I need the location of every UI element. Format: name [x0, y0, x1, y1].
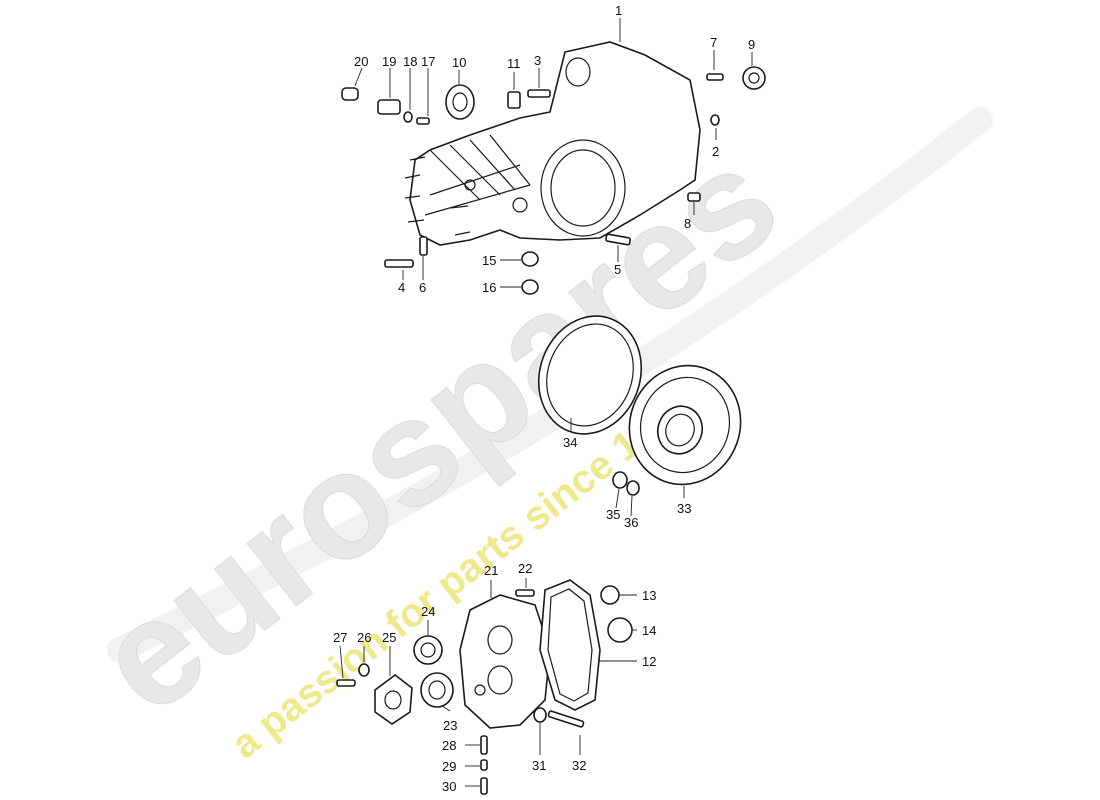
callout-11: 11	[507, 56, 521, 71]
ring-14	[607, 617, 633, 643]
ring-13	[600, 585, 620, 605]
callout-30: 30	[442, 779, 456, 794]
callout-20: 20	[354, 54, 368, 69]
bearing-24	[413, 635, 443, 665]
callout-32: 32	[572, 758, 586, 773]
callout-5: 5	[614, 262, 621, 277]
callout-31: 31	[532, 758, 546, 773]
callout-7: 7	[710, 35, 717, 50]
breather-11	[507, 91, 521, 109]
callout-14: 14	[642, 623, 656, 638]
plug-15	[521, 251, 539, 267]
stud-3	[527, 89, 551, 98]
callout-28: 28	[442, 738, 456, 753]
callout-9: 9	[748, 37, 755, 52]
callout-34: 34	[563, 435, 577, 450]
callout-12: 12	[642, 654, 656, 669]
callout-labels: 1 2 3 4 5 6 7 8 9 10 11 12 13 14 15 16 1…	[333, 3, 755, 794]
pin-28	[480, 735, 488, 755]
callout-6: 6	[419, 280, 426, 295]
callout-8: 8	[684, 216, 691, 231]
screw-8	[687, 192, 701, 202]
callout-35: 35	[606, 507, 620, 522]
callout-26: 26	[357, 630, 371, 645]
cover-33	[628, 364, 742, 486]
pin-22	[515, 589, 535, 597]
pin-29	[480, 759, 488, 771]
washer-2	[710, 114, 720, 126]
washer-35	[612, 471, 628, 489]
washer-18	[403, 111, 413, 123]
callout-3: 3	[534, 53, 541, 68]
callout-24: 24	[421, 604, 435, 619]
callout-25: 25	[382, 630, 396, 645]
callout-15: 15	[482, 253, 496, 268]
callout-22: 22	[518, 561, 532, 576]
stud-6	[419, 236, 428, 256]
callout-19: 19	[382, 54, 396, 69]
intermediate-plate-21	[459, 594, 551, 729]
callout-17: 17	[421, 54, 435, 69]
stud-4	[384, 259, 414, 268]
callout-13: 13	[642, 588, 656, 603]
pin-30	[480, 777, 488, 795]
callout-29: 29	[442, 759, 456, 774]
washer-31	[533, 707, 547, 723]
screw-17	[416, 117, 430, 125]
gasket-34	[537, 315, 643, 435]
callout-36: 36	[624, 515, 638, 530]
shaft-32	[547, 710, 585, 728]
callout-2: 2	[712, 144, 719, 159]
gasket-12	[539, 579, 601, 711]
seal-10	[445, 84, 475, 120]
callout-33: 33	[677, 501, 691, 516]
callout-27: 27	[333, 630, 347, 645]
transmission-housing	[404, 41, 701, 246]
screw-27	[336, 679, 356, 687]
callout-23: 23	[443, 718, 457, 733]
stud-7	[706, 73, 724, 81]
callout-4: 4	[398, 280, 405, 295]
callout-10: 10	[452, 55, 466, 70]
leader-lines	[339, 18, 753, 787]
callout-18: 18	[403, 54, 417, 69]
callout-21: 21	[484, 563, 498, 578]
switch-19	[377, 99, 401, 115]
stud-5	[605, 233, 631, 246]
callout-16: 16	[482, 280, 496, 295]
callout-1: 1	[615, 3, 622, 18]
nut-36	[626, 480, 640, 496]
seal-9	[742, 66, 766, 90]
cap-20	[341, 87, 359, 101]
retainer-25	[374, 673, 413, 725]
washer-26	[358, 663, 370, 677]
bearing-23	[420, 672, 454, 708]
plug-16	[521, 279, 539, 295]
